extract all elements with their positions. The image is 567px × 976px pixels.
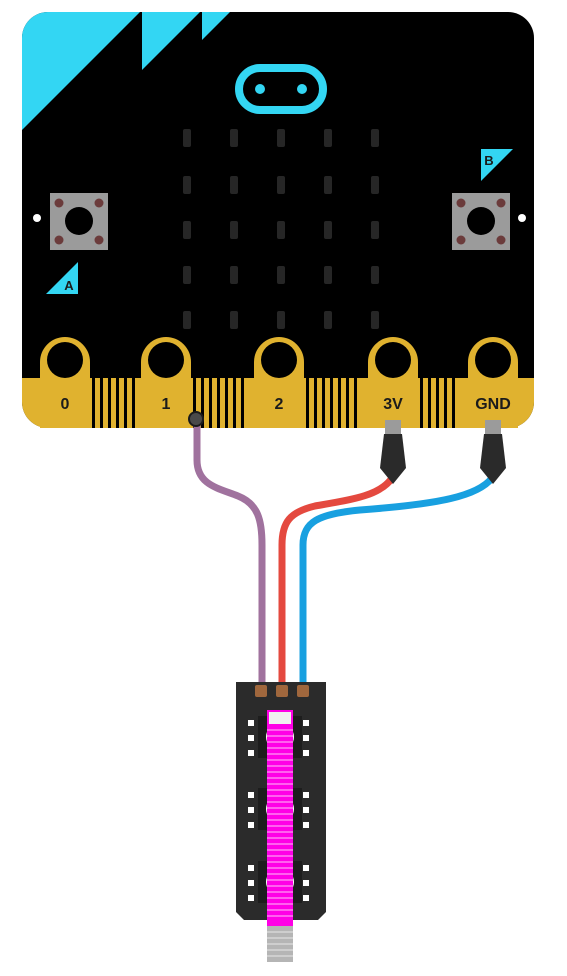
croc-clip-3v[interactable] — [380, 420, 406, 484]
led — [371, 176, 379, 194]
led — [230, 176, 238, 194]
pin-gnd-pad[interactable]: GND — [468, 337, 518, 428]
led — [183, 311, 191, 329]
pin-1-wire-end — [188, 411, 204, 427]
led — [324, 129, 332, 147]
led-matrix — [183, 129, 379, 329]
led — [324, 221, 332, 239]
wires — [193, 418, 496, 694]
strip-pad-ground — [297, 685, 309, 697]
corner-decoration — [22, 12, 230, 130]
led — [371, 221, 379, 239]
led — [230, 311, 238, 329]
component-pins — [248, 720, 309, 901]
wire-signal-pin1[interactable] — [193, 418, 266, 694]
mount-hole — [518, 214, 526, 222]
led — [277, 176, 285, 194]
button-b[interactable] — [452, 193, 510, 250]
strip-pad-signal — [255, 685, 267, 697]
led — [324, 176, 332, 194]
pin-1-label: 1 — [162, 396, 171, 413]
pin-1-pad[interactable]: 1 — [141, 337, 191, 428]
led — [183, 266, 191, 284]
logo-icon — [235, 64, 327, 114]
pin-0-label: 0 — [61, 396, 70, 413]
led — [277, 129, 285, 147]
led — [371, 311, 379, 329]
led — [277, 221, 285, 239]
led — [183, 176, 191, 194]
led — [183, 129, 191, 147]
led — [324, 311, 332, 329]
led — [371, 129, 379, 147]
wire-ground[interactable] — [299, 474, 496, 694]
wire-power-3v[interactable] — [278, 474, 396, 694]
button-a-label-marker: A — [46, 262, 78, 294]
board-body — [22, 12, 534, 428]
led — [324, 266, 332, 284]
button-b-label: B — [484, 153, 493, 168]
led — [230, 221, 238, 239]
ring-light-bar — [267, 710, 293, 926]
pin-3v-label: 3V — [383, 396, 403, 413]
pin-0-pad[interactable]: 0 — [40, 337, 90, 428]
led — [277, 266, 285, 284]
microbit-board: A B — [22, 12, 534, 428]
pin-2-label: 2 — [275, 396, 284, 413]
edge-fingers — [92, 378, 455, 428]
pin-gnd-label: GND — [475, 396, 511, 413]
led — [183, 221, 191, 239]
strip-tail — [267, 926, 293, 962]
pin-3v-pad[interactable]: 3V — [368, 337, 418, 428]
led — [230, 266, 238, 284]
button-b-label-marker: B — [481, 149, 513, 181]
croc-clip-gnd[interactable] — [480, 420, 506, 484]
pin-2-pad[interactable]: 2 — [254, 337, 304, 428]
strip-pad-power — [276, 685, 288, 697]
mount-hole — [33, 214, 41, 222]
led — [277, 311, 285, 329]
button-a[interactable] — [50, 193, 108, 250]
neopixel-strip — [236, 682, 326, 962]
button-a-label: A — [64, 278, 74, 293]
led — [371, 266, 379, 284]
led — [230, 129, 238, 147]
